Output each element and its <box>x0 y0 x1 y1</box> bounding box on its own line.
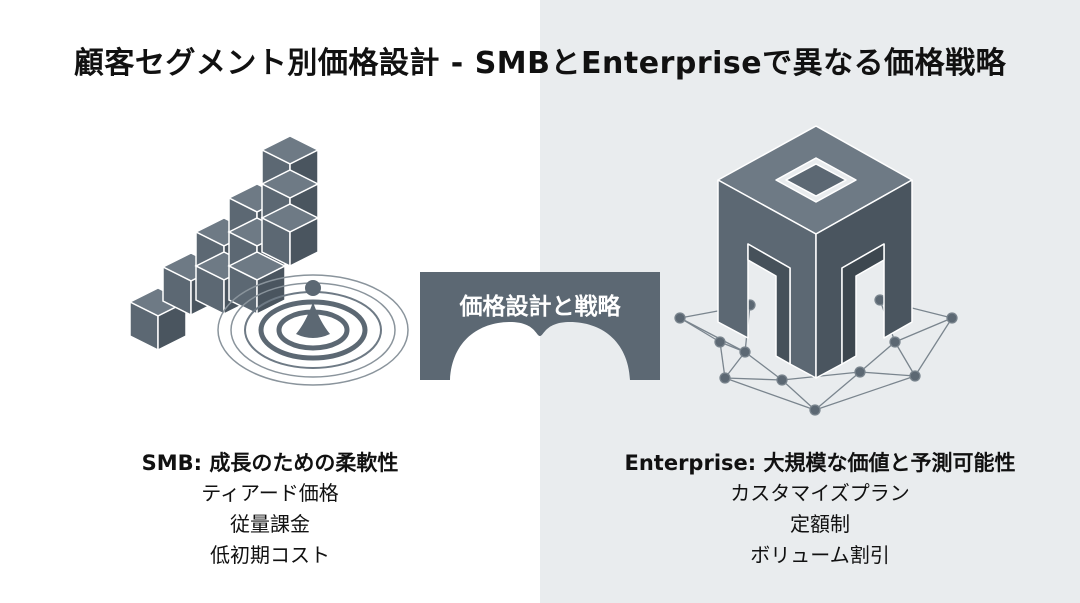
bridge-icon <box>420 272 660 380</box>
smb-item: 従量課金 <box>230 512 310 536</box>
enterprise-item: 定額制 <box>790 512 850 536</box>
smb-heading: SMB: 成長のための柔軟性 <box>141 451 399 475</box>
enterprise-column: Enterprise: 大規模な価値と予測可能性 カスタマイズプラン 定額制 ボ… <box>580 448 1060 571</box>
smb-item: ティアード価格 <box>201 481 339 505</box>
enterprise-item: ボリューム割引 <box>750 543 890 567</box>
bridge-label: 価格設計と戦略 <box>459 294 621 320</box>
enterprise-heading: Enterprise: 大規模な価値と予測可能性 <box>624 451 1016 475</box>
page-title: 顧客セグメント別価格設計 - SMBとEnterpriseで異なる価格戦略 <box>73 46 1007 81</box>
smb-column: SMB: 成長のための柔軟性 ティアード価格 従量課金 低初期コスト <box>70 448 470 571</box>
enterprise-item: カスタマイズプラン <box>730 481 910 505</box>
water-ripple-icon <box>217 274 409 386</box>
smb-item: 低初期コスト <box>210 543 330 567</box>
m-block-icon <box>717 125 913 379</box>
